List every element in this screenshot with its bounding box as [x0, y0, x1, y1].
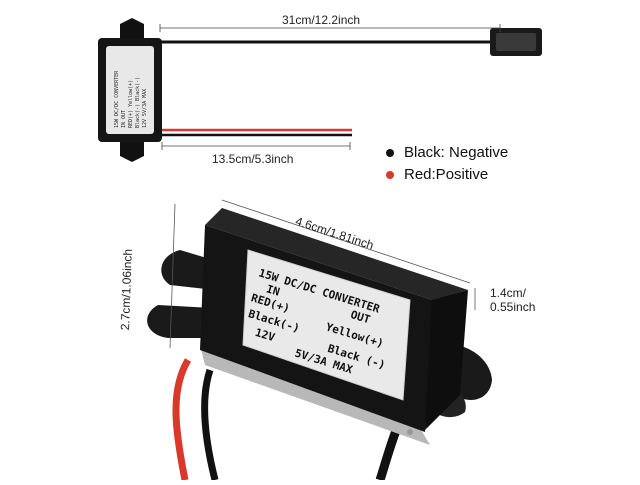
small-label-line1: 15W DC/DC CONVERTER — [114, 70, 120, 128]
cable-dimension-arrow — [159, 24, 501, 150]
small-label-line3: RED(+) Yellow(+) — [128, 80, 134, 128]
short-cable-length-label: 13.5cm/5.3inch — [212, 152, 294, 166]
usb-plug — [490, 28, 542, 56]
module-dimension-arrows — [169, 199, 476, 349]
red-dot-icon — [386, 170, 394, 179]
legend-red-text: Red:Positive — [404, 166, 489, 183]
legend-black-text: Black: Negative — [404, 144, 509, 161]
small-module — [98, 18, 162, 162]
legend-red: Red:Positive — [386, 166, 488, 183]
cable-length-label: 31cm/12.2inch — [282, 13, 361, 27]
depth-label-line2: 0.55inch — [490, 300, 536, 314]
black-dot-icon — [386, 148, 394, 157]
small-label-line2: IN OUT — [121, 110, 127, 128]
legend-black: Black: Negative — [386, 144, 508, 161]
top-cable — [160, 40, 500, 137]
height-label: 2.7cm/1.06inch — [118, 248, 135, 331]
large-module-body — [200, 208, 468, 445]
small-label-line5: 12V 5V/3A MAX — [142, 89, 148, 128]
small-label-line4: Black(-) Black(-) — [135, 77, 141, 128]
label-in: IN — [265, 282, 281, 298]
depth-label-line1: 1.4cm/ — [490, 286, 527, 300]
label-out: OUT — [349, 308, 372, 326]
label-volt-in: 12V — [254, 326, 277, 344]
small-module-label: 15W DC/DC CONVERTER IN OUT RED(+) Yellow… — [114, 70, 148, 128]
